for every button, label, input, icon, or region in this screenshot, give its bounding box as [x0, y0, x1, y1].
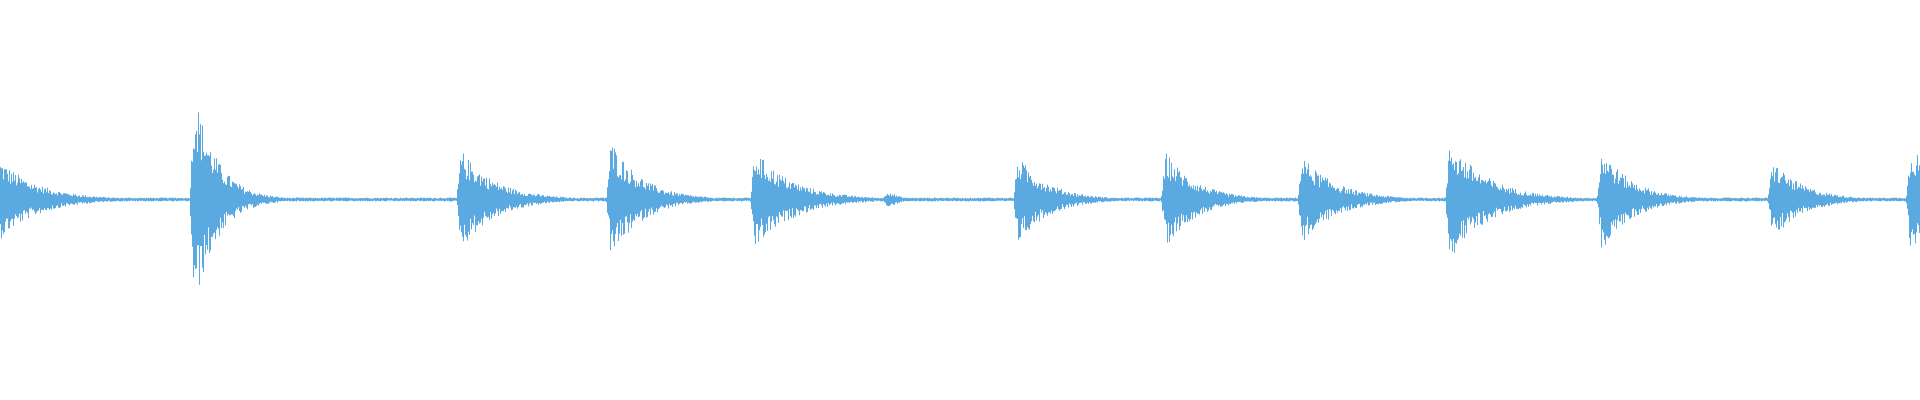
waveform-path	[0, 112, 1920, 285]
